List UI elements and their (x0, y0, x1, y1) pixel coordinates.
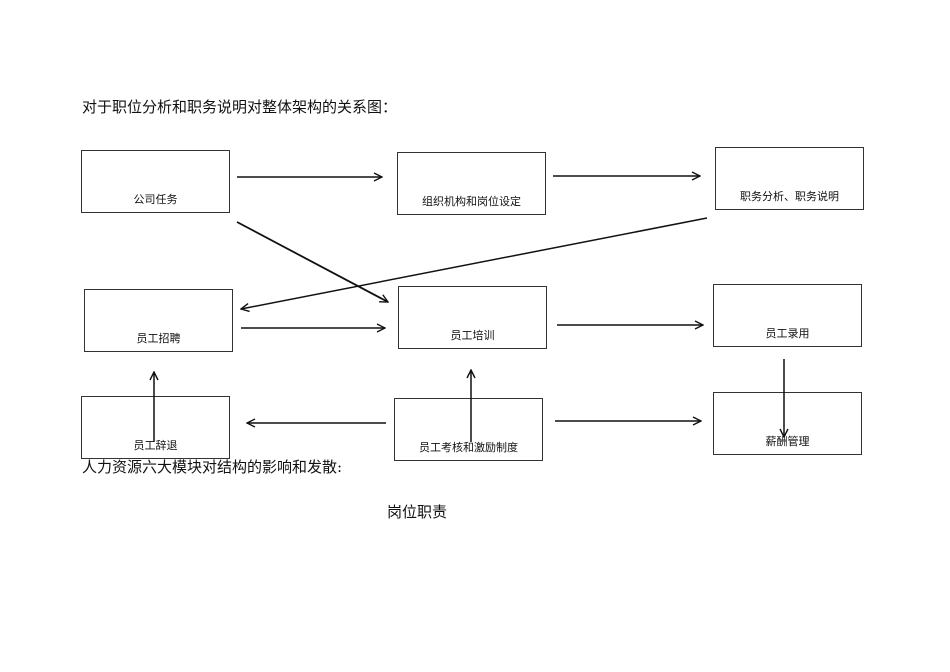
node-resignation-label: 员工辞退 (133, 439, 178, 452)
node-recruitment: 员工招聘 (84, 289, 233, 352)
node-hiring-label: 员工录用 (765, 327, 810, 340)
node-org-structure-label: 组织机构和岗位设定 (422, 195, 521, 208)
node-job-analysis: 职务分析、职务说明 (715, 147, 864, 210)
arrow-mission-to-training (236, 221, 388, 303)
node-company-mission: 公司任务 (81, 150, 230, 213)
node-training-label: 员工培训 (450, 329, 495, 342)
node-job-analysis-label: 职务分析、职务说明 (740, 190, 839, 203)
node-resignation: 员工辞退 (81, 396, 230, 459)
node-org-structure: 组织机构和岗位设定 (397, 152, 546, 215)
center-label: 岗位职责 (387, 503, 448, 521)
node-hiring: 员工录用 (713, 284, 862, 347)
node-recruitment-label: 员工招聘 (136, 332, 181, 345)
node-company-mission-label: 公司任务 (133, 193, 178, 206)
node-training: 员工培训 (398, 286, 547, 349)
node-compensation-label: 薪酬管理 (765, 435, 810, 448)
diagram-heading: 对于职位分析和职务说明对整体架构的关系图： (82, 98, 398, 116)
section-subheading: 人力资源六大模块对结构的影响和发散: (82, 458, 343, 476)
node-assessment: 员工考核和激励制度 (394, 398, 543, 461)
node-assessment-label: 员工考核和激励制度 (419, 441, 518, 454)
node-compensation: 薪酬管理 (713, 392, 862, 455)
